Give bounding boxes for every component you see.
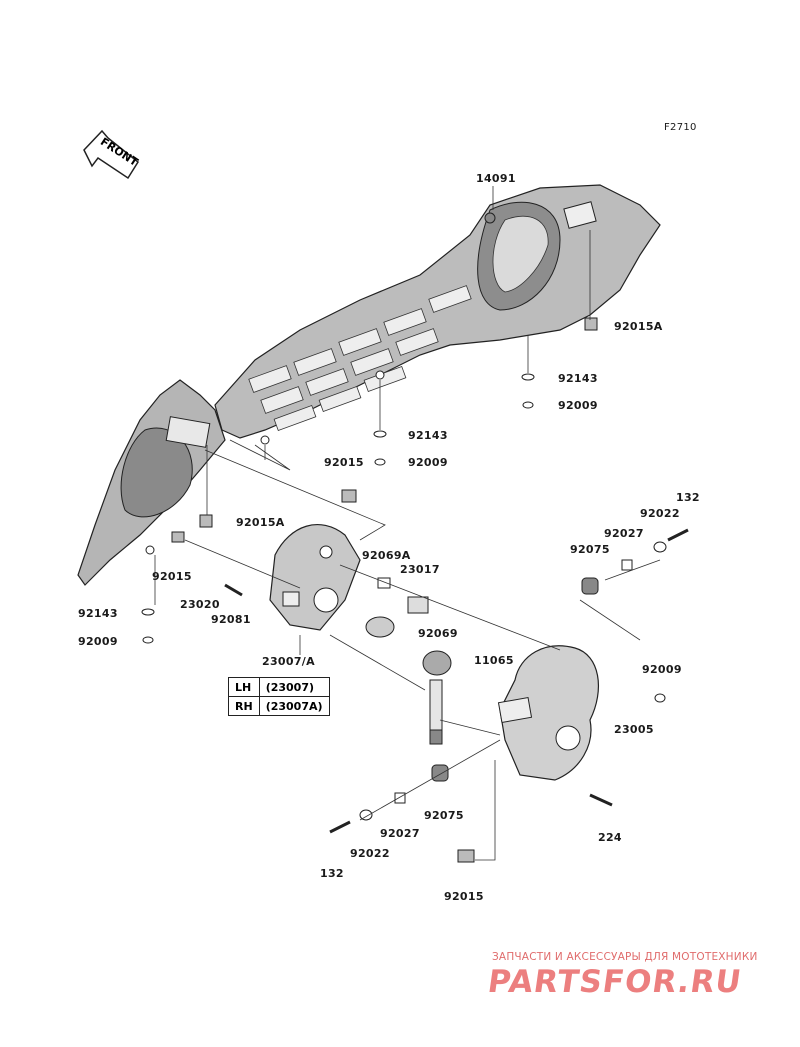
callout-92022-a: 92022 bbox=[640, 507, 680, 520]
callout-92009-c: 92009 bbox=[78, 635, 118, 648]
callout-14091: 14091 bbox=[476, 172, 516, 185]
callout-92143-a: 92143 bbox=[558, 372, 598, 385]
front-cowl-shape bbox=[214, 184, 661, 445]
callout-92015A-lower: 92015A bbox=[236, 516, 285, 529]
table-row: LH (23007) bbox=[228, 677, 330, 697]
callout-23017: 23017 bbox=[400, 563, 440, 576]
part-cell: (23007A) bbox=[258, 696, 330, 716]
callout-224: 224 bbox=[598, 831, 622, 844]
callout-92069: 92069 bbox=[418, 627, 458, 640]
front-arrow-icon: FRONT bbox=[83, 129, 141, 180]
callout-92075-b: 92075 bbox=[424, 809, 464, 822]
callout-92069A: 92069A bbox=[362, 549, 411, 562]
headlight-unit-shape bbox=[497, 645, 599, 781]
callout-92075-a: 92075 bbox=[570, 543, 610, 556]
callout-92009-b: 92009 bbox=[408, 456, 448, 469]
callout-23020: 23020 bbox=[180, 598, 220, 611]
figure-code: F2710 bbox=[664, 122, 697, 133]
callout-92027-a: 92027 bbox=[604, 527, 644, 540]
callout-92009-d: 92009 bbox=[642, 663, 682, 676]
table-row: RH (23007A) bbox=[228, 696, 330, 716]
watermark-logo: PARTSFOR.RU bbox=[485, 964, 745, 1000]
small-parts-shapes bbox=[141, 317, 689, 863]
callout-92015-b: 92015 bbox=[152, 570, 192, 583]
callout-92009-a: 92009 bbox=[558, 399, 598, 412]
callout-92015A-upper: 92015A bbox=[614, 320, 663, 333]
leader-lines bbox=[154, 186, 661, 861]
callout-132-b: 132 bbox=[320, 867, 344, 880]
left-cowl-shape bbox=[77, 379, 226, 586]
callout-92015-a: 92015 bbox=[324, 456, 364, 469]
callout-92143-b: 92143 bbox=[408, 429, 448, 442]
callout-23005: 23005 bbox=[614, 723, 654, 736]
side-variant-table: LH (23007) RH (23007A) bbox=[228, 677, 330, 716]
callout-92015-c: 92015 bbox=[444, 890, 484, 903]
callout-92143-c: 92143 bbox=[78, 607, 118, 620]
callout-11065: 11065 bbox=[474, 654, 514, 667]
part-cell: (23007) bbox=[258, 677, 330, 697]
callout-92022-b: 92022 bbox=[350, 847, 390, 860]
headlight-housing-shape bbox=[269, 524, 361, 631]
callout-92081: 92081 bbox=[211, 613, 251, 626]
callout-92027-b: 92027 bbox=[380, 827, 420, 840]
callout-23007A: 23007/A bbox=[262, 655, 315, 668]
side-cell: LH bbox=[228, 677, 260, 697]
side-cell: RH bbox=[228, 696, 260, 716]
callout-132-a: 132 bbox=[676, 491, 700, 504]
watermark-subtitle: ЗАПЧАСТИ И АКСЕССУАРЫ ДЛЯ МОТОТЕХНИКИ bbox=[492, 951, 758, 963]
